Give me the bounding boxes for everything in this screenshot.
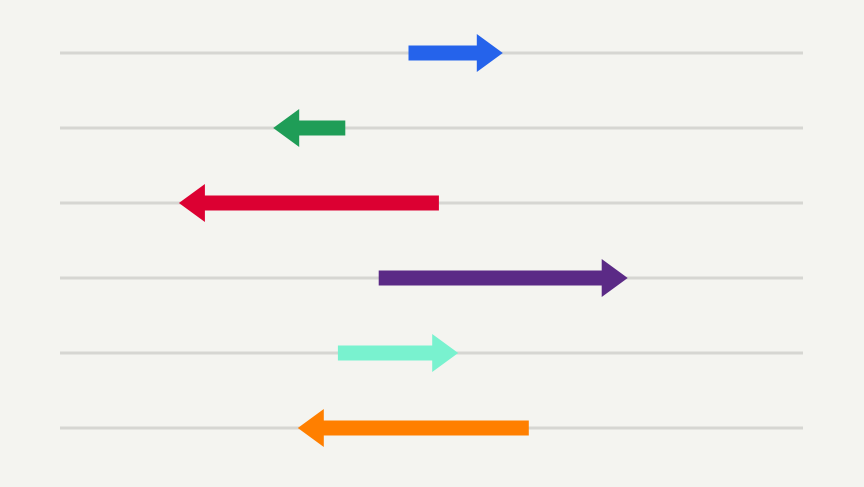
arrow-mark bbox=[273, 109, 346, 147]
arrow-mark bbox=[297, 409, 529, 447]
arrow-mark bbox=[378, 259, 628, 297]
arrow-mark bbox=[337, 334, 459, 372]
grid-layer bbox=[60, 51, 803, 430]
arrow-mark bbox=[408, 34, 503, 72]
arrow-mark bbox=[178, 184, 439, 222]
arrow-layer bbox=[178, 34, 628, 447]
